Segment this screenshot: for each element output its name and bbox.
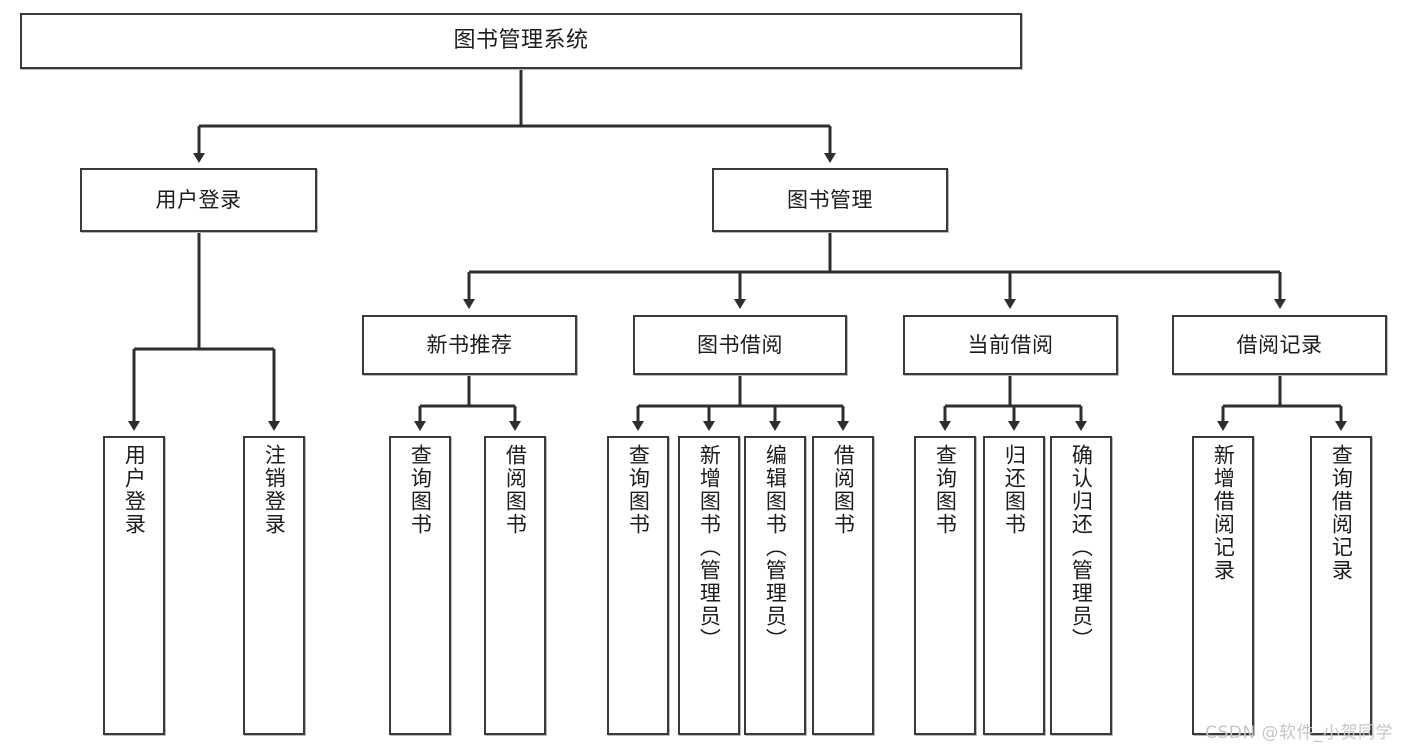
node-current-borrow[interactable]: 当前借阅 — [903, 315, 1118, 375]
leaf-cur-confirm-label: 确认归还（管理员） — [1069, 444, 1094, 651]
leaf-borrow-edit-label: 编辑图书（管理员） — [763, 444, 788, 651]
leaf-rec-add-label: 新增借阅记录 — [1211, 444, 1236, 582]
leaf-cur-return[interactable]: 归还图书 — [983, 436, 1045, 735]
leaf-borrow-add[interactable]: 新增图书（管理员） — [678, 436, 740, 735]
node-book-borrow-label: 图书借阅 — [697, 332, 783, 357]
leaf-rec-query[interactable]: 查询图书 — [389, 436, 451, 735]
leaf-user-login-label: 用户登录 — [122, 444, 147, 536]
node-new-book-rec[interactable]: 新书推荐 — [362, 315, 577, 375]
leaf-rec-add[interactable]: 新增借阅记录 — [1192, 436, 1254, 735]
leaf-rec-query-label: 查询图书 — [408, 444, 433, 536]
leaf-user-login[interactable]: 用户登录 — [103, 436, 165, 735]
leaf-rec-borrow-label: 借阅图书 — [503, 444, 528, 536]
leaf-borrow-query-label: 查询图书 — [626, 444, 651, 536]
node-new-book-rec-label: 新书推荐 — [426, 332, 513, 357]
node-user-login-label: 用户登录 — [155, 187, 242, 212]
node-book-manage-label: 图书管理 — [787, 187, 873, 212]
node-borrow-record[interactable]: 借阅记录 — [1172, 315, 1387, 375]
csdn-watermark: CSDN @软件_小贺同学 — [1205, 723, 1393, 743]
node-book-borrow[interactable]: 图书借阅 — [633, 315, 847, 375]
leaf-borrow-query[interactable]: 查询图书 — [607, 436, 669, 735]
leaf-cur-query[interactable]: 查询图书 — [914, 436, 976, 735]
leaf-user-logout-label: 注销登录 — [262, 444, 287, 536]
node-borrow-record-label: 借阅记录 — [1236, 332, 1323, 357]
node-current-borrow-label: 当前借阅 — [967, 332, 1054, 357]
node-book-manage[interactable]: 图书管理 — [712, 168, 948, 232]
leaf-rec-search-label: 查询借阅记录 — [1329, 444, 1354, 582]
node-user-login[interactable]: 用户登录 — [80, 168, 317, 232]
leaf-cur-confirm[interactable]: 确认归还（管理员） — [1050, 436, 1112, 735]
leaf-rec-borrow[interactable]: 借阅图书 — [484, 436, 546, 735]
leaf-borrow-lend[interactable]: 借阅图书 — [812, 436, 874, 735]
leaf-cur-query-label: 查询图书 — [933, 444, 958, 536]
leaf-cur-return-label: 归还图书 — [1002, 444, 1027, 536]
leaf-borrow-lend-label: 借阅图书 — [831, 444, 856, 536]
leaf-user-logout[interactable]: 注销登录 — [243, 436, 305, 735]
leaf-borrow-add-label: 新增图书（管理员） — [697, 444, 722, 651]
leaf-borrow-edit[interactable]: 编辑图书（管理员） — [744, 436, 806, 735]
node-root-label: 图书管理系统 — [453, 28, 589, 54]
node-root[interactable]: 图书管理系统 — [20, 13, 1022, 69]
leaf-rec-search[interactable]: 查询借阅记录 — [1310, 436, 1372, 735]
